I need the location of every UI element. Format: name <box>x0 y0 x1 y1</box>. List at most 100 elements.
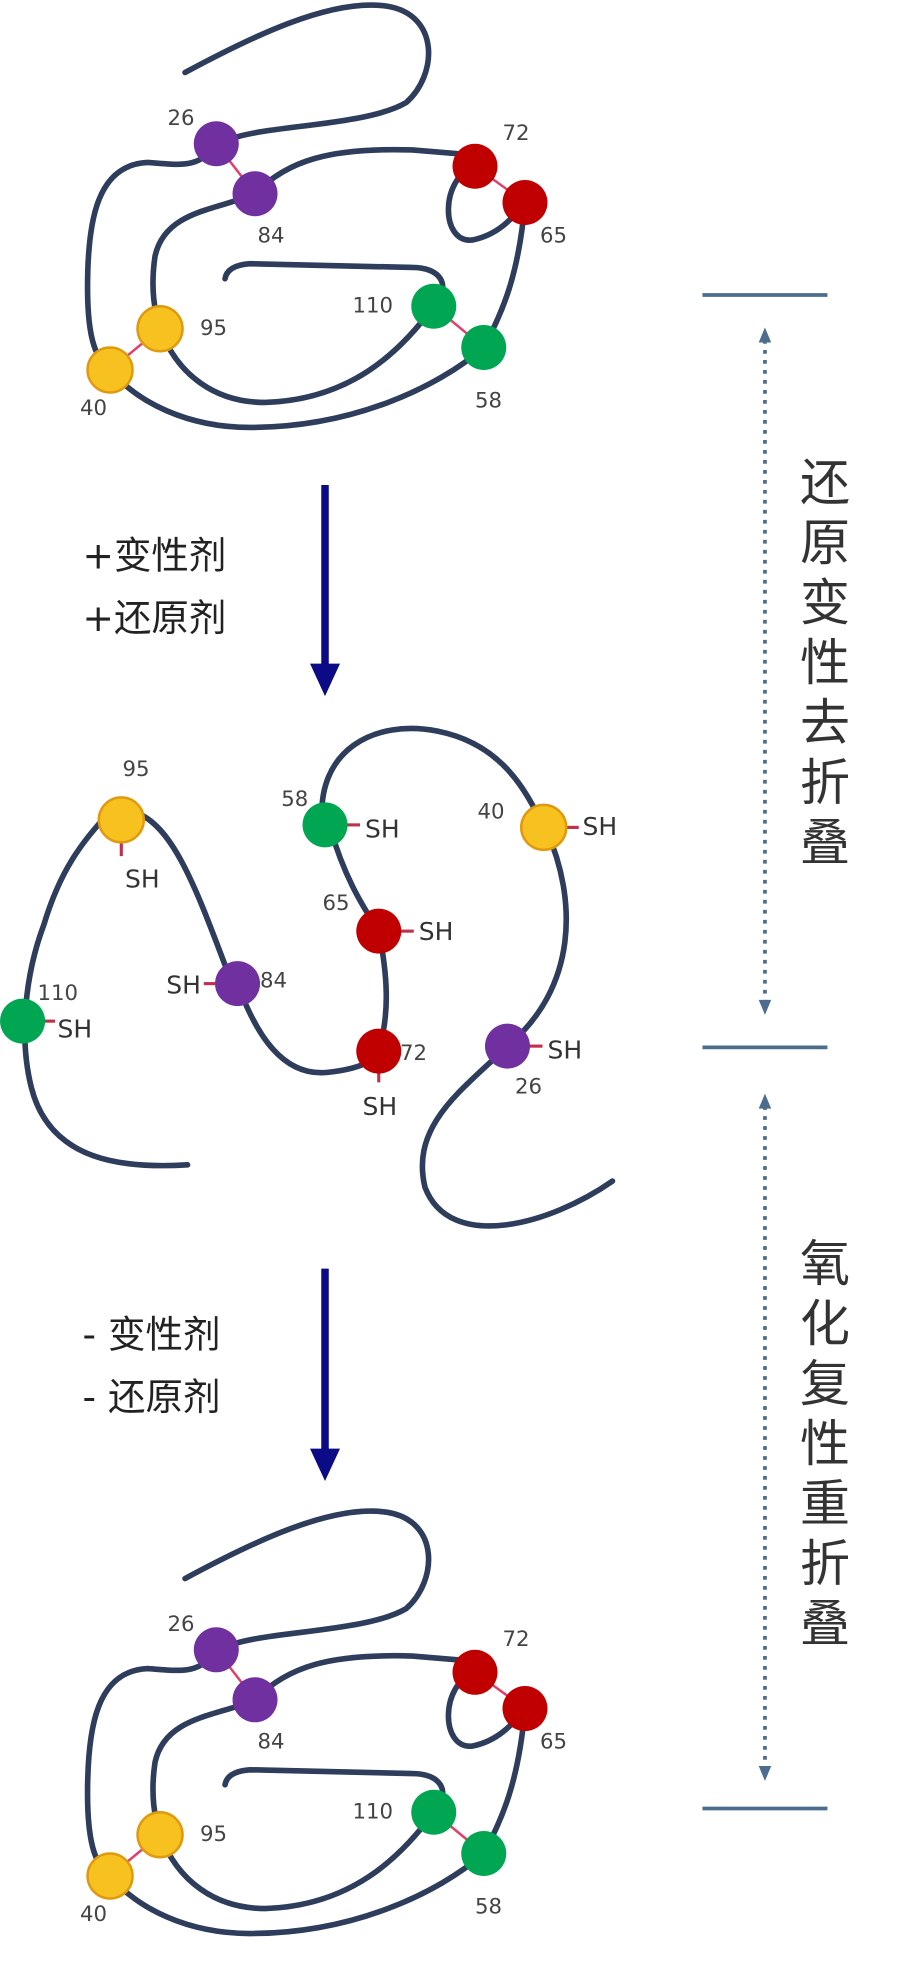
residue-label-110: 110 <box>353 293 394 318</box>
condition-remove-denaturant: - 变性剂 <box>83 1312 221 1356</box>
char: 化 <box>800 1295 850 1353</box>
arrow-down-icon <box>758 999 772 1015</box>
condition-add-reductant: +还原剂 <box>83 596 227 640</box>
arrow-up-icon <box>758 327 772 343</box>
sh-label-65: SH <box>419 917 454 946</box>
residue-label-40: 40 <box>477 800 504 825</box>
polypeptide-chain <box>182 2 432 141</box>
char: 折 <box>800 1535 850 1593</box>
arrow-down-icon <box>758 1766 772 1782</box>
cysteine-58 <box>302 802 348 848</box>
residue-label-26: 26 <box>168 1612 195 1637</box>
arrow-head-icon <box>310 1448 341 1482</box>
residue-label-58: 58 <box>281 787 308 812</box>
cysteine-58 <box>461 1831 507 1877</box>
polypeptide-chain <box>238 990 382 1076</box>
cysteine-26 <box>193 1627 239 1673</box>
char: 氧 <box>800 1235 850 1293</box>
refolding-span-arrow <box>758 1093 772 1782</box>
char: 原 <box>800 514 850 572</box>
residue-label-110: 110 <box>353 1800 394 1825</box>
cysteine-26 <box>484 1023 530 1069</box>
arrow-head-icon <box>310 663 341 697</box>
cysteine-40 <box>519 803 568 852</box>
char: 还 <box>800 454 850 512</box>
cysteine-72 <box>452 1649 498 1695</box>
polypeptide-chain <box>252 146 476 197</box>
cysteine-110 <box>0 998 46 1044</box>
residue-label-95: 95 <box>200 316 227 341</box>
sh-label-72: SH <box>363 1092 398 1121</box>
cysteine-95 <box>97 796 146 844</box>
char: 重 <box>800 1475 850 1533</box>
residue-label-95: 95 <box>123 757 150 782</box>
cysteine-72 <box>452 143 498 189</box>
residue-label-65: 65 <box>323 891 350 916</box>
residue-label-26: 26 <box>168 106 195 131</box>
polypeptide-chain <box>157 1809 437 1912</box>
cysteine-95 <box>136 304 184 353</box>
residue-label-40: 40 <box>80 396 107 421</box>
polypeptide-chain <box>182 1508 432 1647</box>
polypeptide-chain <box>319 725 547 831</box>
refolding-label: 氧化复性重折叠 <box>800 1235 850 1653</box>
denature-arrow <box>310 484 341 697</box>
polypeptide-chain <box>157 303 437 406</box>
residue-label-72: 72 <box>502 1627 529 1652</box>
arrow-up-icon <box>758 1093 772 1109</box>
polypeptide-chain <box>504 827 569 1049</box>
polypeptide-chain <box>84 1646 220 1879</box>
char: 复 <box>800 1355 850 1413</box>
char: 变 <box>800 574 850 632</box>
cysteine-110 <box>411 283 457 329</box>
residue-label-65: 65 <box>540 223 567 248</box>
residue-label-72: 72 <box>502 121 529 146</box>
cysteine-84 <box>232 1677 278 1723</box>
cysteine-26 <box>193 121 239 167</box>
condition-remove-reductant: - 还原剂 <box>83 1375 221 1419</box>
cysteine-84 <box>215 961 261 1007</box>
condition-add-denaturant: +变性剂 <box>83 534 227 578</box>
sh-label-26: SH <box>547 1036 582 1065</box>
residue-label-26: 26 <box>515 1075 542 1100</box>
cysteine-40 <box>86 346 134 394</box>
residue-label-72: 72 <box>400 1041 427 1066</box>
char: 性 <box>800 634 850 692</box>
cysteine-65 <box>502 1686 548 1732</box>
cysteine-58 <box>461 324 507 370</box>
polypeptide-chain <box>222 1766 446 1816</box>
char: 叠 <box>800 1595 850 1653</box>
cysteine-84 <box>232 171 278 217</box>
residue-label-95: 95 <box>200 1822 227 1847</box>
polypeptide-chain <box>132 809 232 978</box>
residue-label-58: 58 <box>475 388 502 413</box>
residue-label-84: 84 <box>258 223 285 248</box>
cysteine-65 <box>356 908 402 954</box>
polypeptide-chain <box>107 344 487 431</box>
renature-arrow <box>310 1268 341 1482</box>
cysteine-72 <box>356 1028 402 1074</box>
residue-label-84: 84 <box>258 1730 285 1755</box>
sh-label-84: SH <box>166 971 201 1000</box>
sh-label-95: SH <box>125 864 160 893</box>
cysteine-65 <box>502 179 548 225</box>
native-structure-bottom: 26 40 58 65 72 84 95 110 <box>80 1508 567 1937</box>
char: 折 <box>800 754 850 812</box>
native-structure-top: 26 40 58 65 72 84 95 110 <box>80 2 567 431</box>
residue-label-65: 65 <box>540 1730 567 1755</box>
cysteine-95 <box>136 1811 184 1859</box>
cysteine-40 <box>86 1852 134 1900</box>
polypeptide-chain <box>419 1043 616 1229</box>
cysteine-110 <box>411 1789 457 1835</box>
residue-label-40: 40 <box>80 1902 107 1927</box>
char: 叠 <box>800 814 850 872</box>
polypeptide-chain <box>252 1652 476 1703</box>
sh-label-110: SH <box>58 1014 93 1043</box>
residue-label-58: 58 <box>475 1895 502 1920</box>
unfolding-label: 还原变性去折叠 <box>800 454 850 872</box>
polypeptide-chain <box>222 260 446 310</box>
unfolding-span-arrow <box>758 327 772 1015</box>
